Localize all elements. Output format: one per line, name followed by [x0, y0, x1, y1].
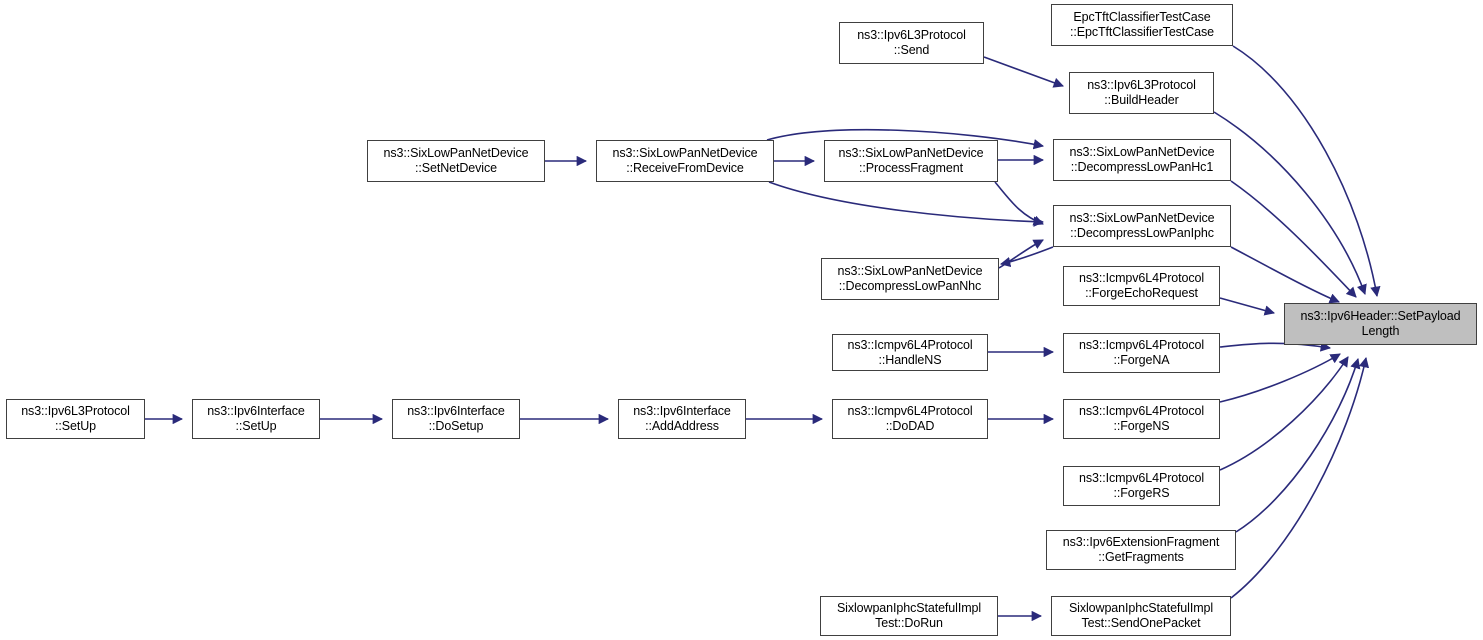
node-ipv6l3protocol-setup[interactable]: ns3::Ipv6L3Protocol ::SetUp	[6, 399, 145, 439]
node-icmpv6l4protocol-forgeechorequest[interactable]: ns3::Icmpv6L4Protocol ::ForgeEchoRequest	[1063, 266, 1220, 306]
node-label-line2: ::ReceiveFromDevice	[626, 161, 744, 175]
node-label-line1: ns3::Ipv6Interface	[207, 404, 305, 418]
edge-forgens-to-target	[1219, 353, 1341, 403]
edge-sendonepacket-to-target	[1230, 356, 1370, 599]
node-ipv6extensionfragment-getfragments[interactable]: ns3::Ipv6ExtensionFragment ::GetFragment…	[1046, 530, 1236, 570]
node-label-line1: ns3::SixLowPanNetDevice	[1069, 211, 1215, 225]
node-sixlowpaniphcstatefulimpltest-dorun[interactable]: SixlowpanIphcStatefulImpl Test::DoRun	[820, 596, 998, 636]
edge-nhc-to-iphc	[998, 239, 1044, 269]
node-label-line2: ::SetUp	[55, 419, 96, 433]
node-label-line2: ::ForgeNS	[1113, 419, 1170, 433]
node-ipv6header-setpayloadlength[interactable]: ns3::Ipv6Header::SetPayload Length	[1284, 303, 1477, 345]
edge-hc1-to-target	[1230, 180, 1357, 298]
edge-processfragment-to-iphc	[994, 181, 1044, 226]
edge-getfragments-to-target	[1235, 358, 1361, 533]
node-label-line2: ::SetUp	[235, 419, 277, 433]
node-label-line1: ns3::Ipv6ExtensionFragment	[1062, 535, 1220, 549]
node-label-line1: ns3::Icmpv6L4Protocol	[1078, 271, 1205, 285]
node-label-line1: ns3::Ipv6Header::SetPayload	[1300, 309, 1461, 323]
node-sixlowpannetdevice-decompresslowpannhc[interactable]: ns3::SixLowPanNetDevice ::DecompressLowP…	[821, 258, 999, 300]
node-icmpv6l4protocol-handlens[interactable]: ns3::Icmpv6L4Protocol ::HandleNS	[832, 334, 988, 371]
node-label-line1: EpcTftClassifierTestCase	[1073, 10, 1211, 24]
node-ipv6interface-setup[interactable]: ns3::Ipv6Interface ::SetUp	[192, 399, 320, 439]
node-label-line2: ::ForgeRS	[1113, 486, 1170, 500]
node-label-line2: ::Send	[893, 43, 930, 57]
node-label-line1: ns3::Ipv6L3Protocol	[1087, 78, 1196, 92]
node-label-line2: ::BuildHeader	[1104, 93, 1179, 107]
node-label-line1: ns3::Icmpv6L4Protocol	[1078, 404, 1205, 418]
node-icmpv6l4protocol-forgena[interactable]: ns3::Icmpv6L4Protocol ::ForgeNA	[1063, 333, 1220, 373]
node-label-line1: ns3::Icmpv6L4Protocol	[847, 337, 973, 352]
node-sixlowpannetdevice-decompresslowpanhc1[interactable]: ns3::SixLowPanNetDevice ::DecompressLowP…	[1053, 139, 1231, 181]
node-label-line2: ::DecompressLowPanNhc	[838, 279, 982, 293]
node-ipv6l3protocol-send[interactable]: ns3::Ipv6L3Protocol ::Send	[839, 22, 984, 64]
node-label-line1: SixlowpanIphcStatefulImpl	[836, 601, 982, 615]
node-label-line1: ns3::Icmpv6L4Protocol	[1078, 338, 1205, 352]
node-label-line1: ns3::SixLowPanNetDevice	[612, 146, 758, 160]
node-label-line2: ::SetNetDevice	[415, 161, 497, 175]
node-sixlowpaniphcstatefulimpltest-sendonepacket[interactable]: SixlowpanIphcStatefulImpl Test::SendOneP…	[1051, 596, 1231, 636]
node-label-line2: ::GetFragments	[1098, 550, 1184, 564]
node-icmpv6l4protocol-dodad[interactable]: ns3::Icmpv6L4Protocol ::DoDAD	[832, 399, 988, 439]
node-label-line2: ::DecompressLowPanHc1	[1070, 160, 1214, 174]
node-sixlowpannetdevice-receivefromdevice[interactable]: ns3::SixLowPanNetDevice ::ReceiveFromDev…	[596, 140, 774, 182]
edge-forgeechorequest-to-target	[1219, 297, 1276, 316]
node-label-line1: ns3::SixLowPanNetDevice	[1069, 145, 1215, 159]
node-label-line1: SixlowpanIphcStatefulImpl	[1068, 601, 1214, 615]
node-sixlowpannetdevice-setnetdevice[interactable]: ns3::SixLowPanNetDevice ::SetNetDevice	[367, 140, 545, 182]
edge-receivefromdevice-to-iphc	[768, 181, 1045, 227]
node-label-line2: ::DoSetup	[428, 419, 484, 433]
node-ipv6l3protocol-buildheader[interactable]: ns3::Ipv6L3Protocol ::BuildHeader	[1069, 72, 1214, 114]
node-label-line1: ns3::Ipv6L3Protocol	[21, 404, 130, 418]
node-label-line1: ns3::Icmpv6L4Protocol	[1078, 471, 1205, 485]
node-label-line2: ::ForgeEchoRequest	[1085, 286, 1198, 300]
node-label-line2: Test::DoRun	[875, 616, 943, 630]
node-sixlowpannetdevice-processfragment[interactable]: ns3::SixLowPanNetDevice ::ProcessFragmen…	[824, 140, 998, 182]
node-label-line1: ns3::Ipv6Interface	[633, 404, 731, 418]
node-epctftclassifiertestcase[interactable]: EpcTftClassifierTestCase ::EpcTftClassif…	[1051, 4, 1233, 46]
node-label-line2: ::AddAddress	[645, 419, 719, 433]
edge-forgers-to-target	[1219, 356, 1349, 471]
node-label-line2: ::ForgeNA	[1113, 353, 1170, 367]
node-label-line2: Length	[1361, 324, 1400, 338]
node-label-line1: ns3::SixLowPanNetDevice	[383, 146, 529, 160]
node-ipv6interface-addaddress[interactable]: ns3::Ipv6Interface ::AddAddress	[618, 399, 746, 439]
node-label-line1: ns3::Icmpv6L4Protocol	[847, 404, 973, 418]
edge-send-to-buildheader	[983, 56, 1064, 88]
node-label-line1: ns3::Ipv6Interface	[407, 404, 505, 418]
node-icmpv6l4protocol-forgers[interactable]: ns3::Icmpv6L4Protocol ::ForgeRS	[1063, 466, 1220, 506]
node-label-line1: ns3::SixLowPanNetDevice	[838, 146, 984, 160]
node-icmpv6l4protocol-forgens[interactable]: ns3::Icmpv6L4Protocol ::ForgeNS	[1063, 399, 1220, 439]
edge-iphc-to-target	[1230, 246, 1340, 304]
edge-buildheader-to-target	[1213, 111, 1367, 295]
node-sixlowpannetdevice-decompresslowpaniphc[interactable]: ns3::SixLowPanNetDevice ::DecompressLowP…	[1053, 205, 1231, 247]
node-label-line2: ::DecompressLowPanIphc	[1070, 226, 1214, 240]
node-label-line1: ns3::Ipv6L3Protocol	[857, 28, 966, 42]
edge-epctft-to-target	[1232, 45, 1381, 298]
node-label-line2: ::EpcTftClassifierTestCase	[1070, 25, 1214, 39]
node-label-line2: Test::SendOnePacket	[1081, 616, 1201, 630]
node-label-line2: ::DoDAD	[885, 419, 935, 433]
node-label-line2: ::ProcessFragment	[859, 161, 963, 175]
node-label-line2: ::HandleNS	[878, 352, 942, 367]
node-ipv6interface-dosetup[interactable]: ns3::Ipv6Interface ::DoSetup	[392, 399, 520, 439]
node-label-line1: ns3::SixLowPanNetDevice	[837, 264, 983, 278]
edge-iphc-to-nhc	[999, 246, 1054, 268]
